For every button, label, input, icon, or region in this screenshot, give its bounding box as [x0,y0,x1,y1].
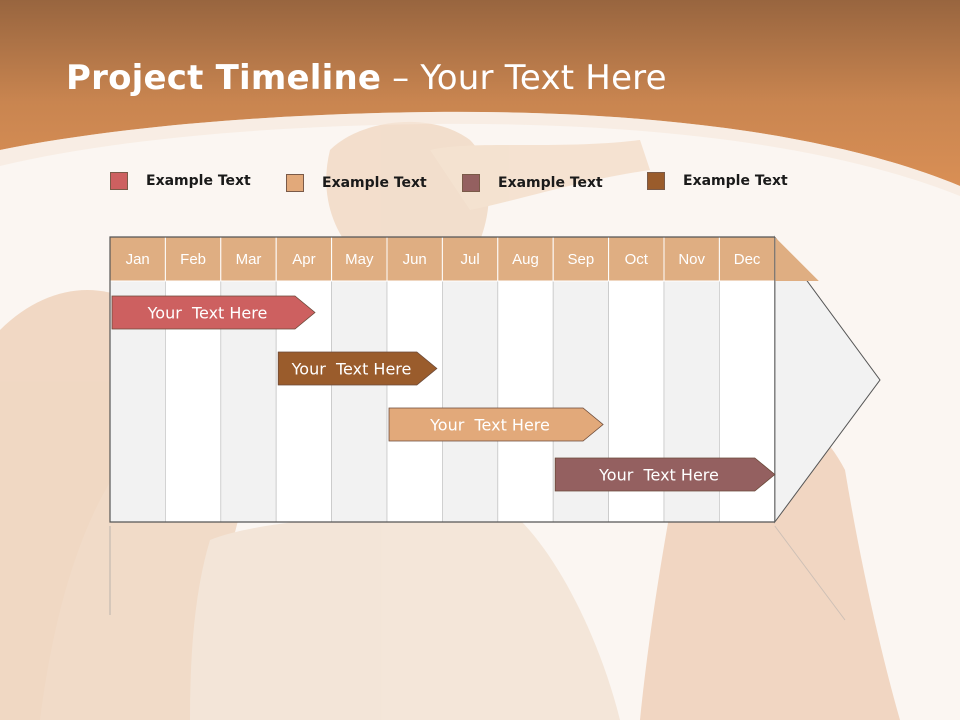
legend-swatch [110,172,128,190]
legend-item-1: Example Text [110,170,251,192]
month-header-cell [441,236,499,282]
month-header-cell [220,236,277,282]
month-label: Apr [292,251,315,268]
month-column [441,280,499,523]
legend-swatch [462,174,480,192]
month-column [386,280,443,523]
legend-item-3: Example Text [462,172,603,194]
legend-swatch [286,174,304,192]
month-label: Nov [678,251,705,268]
legend-swatch [647,172,665,190]
timeline-frame [109,236,775,523]
month-header-cell [275,236,333,282]
task-label: Your Text Here [291,360,412,379]
title-rest: – Your Text Here [381,58,667,98]
month-column [497,280,554,523]
month-header-cell [109,236,166,282]
legend-label: Example Text [322,175,427,191]
task-bar [554,457,776,492]
month-label: Jan [126,251,150,268]
legend-item-2: Example Text [286,172,427,194]
task-label: Your Text Here [429,416,550,435]
month-header-cell [386,236,443,282]
task-label: Your Text Here [147,304,268,323]
month-header-cell [718,236,776,282]
reflection-line [774,525,846,621]
arrow-head-header [774,237,819,281]
legend-label: Example Text [683,173,788,189]
title-bold: Project Timeline [66,58,382,98]
month-label: Mar [236,251,262,268]
month-header-cell [663,236,720,282]
legend-label: Example Text [146,173,251,189]
month-label: Aug [512,251,539,268]
month-header-cell [164,236,222,282]
month-label: Jul [461,251,480,268]
month-label: Sep [568,251,595,268]
task-bar [111,295,316,330]
month-column [331,280,388,523]
month-header-cell [331,236,388,282]
month-label: Feb [180,251,206,268]
month-header-cell [552,236,610,282]
legend-label: Example Text [498,175,603,191]
task-bar [277,351,438,386]
month-label: Jun [403,251,427,268]
task-bar [388,407,604,442]
month-label: Dec [734,251,761,268]
task-label: Your Text Here [598,466,719,485]
month-label: Oct [625,251,649,268]
slide-title: Project Timeline – Your Text Here [66,58,667,98]
month-label: May [345,251,374,268]
legend-item-4: Example Text [647,170,788,192]
month-header-cell [497,236,554,282]
